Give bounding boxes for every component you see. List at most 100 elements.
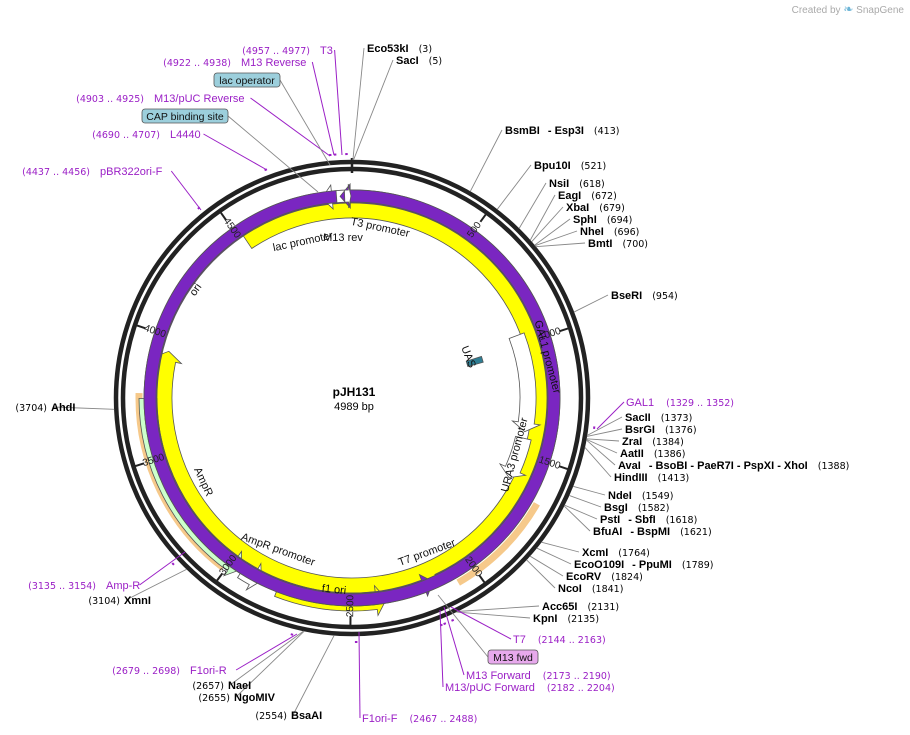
enzyme-position: (1621) [680,527,712,538]
enzyme-site-naei[interactable]: NaeI(2657) [192,630,304,692]
feature-box-lac-operator[interactable]: lac operator [213,72,331,166]
enzyme-site-bsmbi[interactable]: BsmBI- Esp3I(413) [469,125,619,192]
primer-leader-line [443,606,465,676]
enzyme-site-ecorv[interactable]: EcoRV(1824) [529,555,643,583]
enzyme-site-sacii[interactable]: SacII(1373) [586,412,692,436]
enzyme-site-psti[interactable]: PstI- SbfI(1618) [564,504,698,526]
primer-t3[interactable]: (4957 .. 4977) T3 [242,45,348,156]
snapgene-brand: Created by ❧ SnapGene [792,2,904,16]
primer-pbr322ori-f[interactable]: (4437 .. 4456) pBR322ori-F [22,166,202,211]
enzyme-site-eagi[interactable]: EagI(672) [529,190,617,241]
primer-amp-r[interactable]: (3135 .. 3154)Amp-R [28,551,186,592]
enzyme-site-saci[interactable]: SacI(5) [353,55,442,161]
primer-binding-mark [451,618,455,622]
primer-m13-forward[interactable]: M13 Forward (2173 .. 2190) [443,606,611,682]
primer-leader-line [596,401,625,430]
enzyme-name: AatII [620,448,644,460]
primer-name: T3 [320,45,333,57]
primer-range: (2182 .. 2204) [547,683,615,694]
enzyme-position: (1841) [592,584,624,595]
primer-binding-mark [197,206,201,210]
primer-label: M13/pUC Forward(2182 .. 2204) [445,682,615,694]
enzyme-site-bsgi[interactable]: BsgI(1582) [569,494,670,514]
enzyme-site-kpni[interactable]: KpnI(2135) [456,611,599,625]
primer-m13-puc-forward[interactable]: M13/pUC Forward(2182 .. 2204) [439,609,615,694]
primer-leader-line [334,49,343,156]
primer-f1ori-f[interactable]: F1ori-F(2467 .. 2488) [354,631,477,725]
enzyme-label: BsmBI- Esp3I(413) [505,125,619,137]
enzyme-position: (1413) [658,473,690,484]
enzyme-site-bpu10i[interactable]: Bpu10I(521) [496,160,606,210]
enzyme-label: SacII(1373) [625,412,692,424]
created-by-text: Created by [791,5,841,16]
enzyme-site-aatii[interactable]: AatII(1386) [586,438,685,460]
enzyme-site-hindiii[interactable]: HindIII(1413) [584,447,690,484]
primer-l4440[interactable]: (4690 .. 4707)L4440 [92,129,268,172]
enzyme-label: KpnI(2135) [533,613,599,625]
enzyme-name: Acc65I [542,601,577,613]
enzyme-name: KpnI [533,613,557,625]
enzyme-label: XcmI(1764) [582,547,650,559]
enzyme-site-xbai[interactable]: XbaI(679) [531,202,625,243]
tick-500 [479,213,487,223]
primer-gal1[interactable]: GAL1(1329 .. 1352) [593,397,734,430]
plasmid-name: pJH131 [333,385,376,399]
enzyme-label: NdeI(1549) [608,490,673,502]
enzyme-site-zrai[interactable]: ZraI (1384) [586,436,684,448]
enzyme-label: EcoRV(1824) [566,571,643,583]
primer-m13-reverse[interactable]: (4922 .. 4938)M13 Reverse [163,57,337,156]
enzyme-name: NsiI [549,178,569,190]
enzyme-site-xcmi[interactable]: XcmI(1764) [541,541,650,559]
primer-f1ori-r[interactable]: (2679 .. 2698)F1ori-R [112,633,298,677]
feature-box-cap-binding-site[interactable]: CAP binding site [141,108,319,193]
enzyme-name: NaeI [228,680,251,692]
enzyme-position: (413) [594,126,620,137]
enzyme-site-eco53ki[interactable]: Eco53kI(3) [352,43,432,161]
enzyme-site-sphi[interactable]: SphI(694) [534,214,633,246]
enzyme-site-bseri[interactable]: BseRI(954) [573,290,678,313]
feature-box-m13-fwd[interactable]: M13 fwd [437,594,539,665]
enzyme-name: EcoO109I [574,559,624,571]
enzyme-name: BsmBI [505,125,540,137]
enzyme-leader-line [125,568,187,601]
enzyme-name: ZraI [622,436,642,448]
primer-t7[interactable]: T7(2144 .. 2163) [450,606,606,646]
enzyme-name: SacII [625,412,651,424]
enzyme-site-bsaai[interactable]: BsaAI(2554) [255,635,335,722]
enzyme-position: (2131) [587,602,619,613]
primer-m13-puc-reverse[interactable]: (4903 .. 4925)M13/pUC Reverse [76,93,332,157]
enzyme-site-ngomiv[interactable]: NgoMIV(2655) [198,630,305,704]
enzyme-site-ncoi[interactable]: NcoI(1841) [526,559,624,595]
enzyme-site-avai[interactable]: AvaI- BsoBI - PaeR7I - PspXI - XhoI(1388… [585,439,849,472]
primer-name: pBR322ori-F [100,166,163,178]
enzyme-name: NheI [580,226,604,238]
primer-name: Amp-R [106,580,140,592]
primer-name: F1ori-R [190,665,227,677]
enzyme-site-ndei[interactable]: NdeI(1549) [572,485,673,502]
enzyme-site-nsii[interactable]: NsiI(618) [518,178,605,229]
enzyme-site-xmni[interactable]: XmnI(3104) [88,568,187,607]
plasmid-length: 4989 bp [334,401,374,413]
feature-uas [465,355,484,367]
enzyme-site-acc65i[interactable]: Acc65I (2131) [457,601,619,613]
enzyme-position: (1384) [652,437,684,448]
primer-name: M13 Forward [466,670,531,682]
primer-leader-line [139,551,186,586]
primer-leader-line [235,633,298,671]
primer-binding-mark [171,562,175,566]
enzyme-site-bmti[interactable]: BmtI(700) [535,238,648,250]
primer-name: GAL1 [626,397,654,409]
primer-range: (4903 .. 4925) [76,94,144,105]
enzyme-site-bsrgi[interactable]: BsrGI(1376) [586,424,697,437]
primer-range: (2173 .. 2190) [543,671,611,682]
enzyme-site-nhei[interactable]: NheI(696) [534,226,639,247]
enzyme-site-bfuai[interactable]: BfuAI- BspMI(1621) [563,505,712,538]
primer-range: (4437 .. 4456) [22,167,90,178]
enzyme-site-ahdi[interactable]: AhdI(3704) [15,402,115,414]
enzyme-position: (1582) [638,503,670,514]
enzyme-position: (1764) [618,548,650,559]
enzyme-site-ecoo109i[interactable]: EcoO109I- PpuMI(1789) [536,547,714,571]
primer-range: (4957 .. 4977) [242,46,310,57]
enzyme-name: BsaAI [291,710,322,722]
primer-leader-line [311,61,335,156]
